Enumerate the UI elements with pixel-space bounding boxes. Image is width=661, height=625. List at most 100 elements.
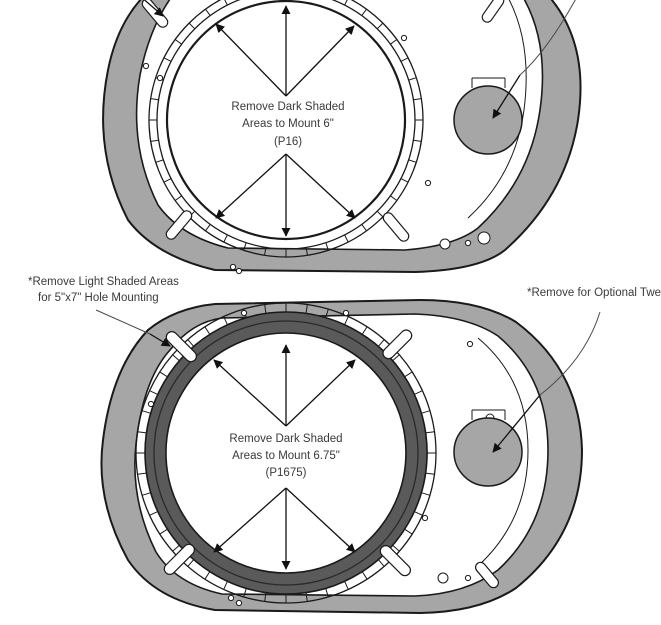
ring-tick xyxy=(187,339,195,347)
lower-arrow xyxy=(285,487,356,553)
upper-remove-label-2: Areas to Mount 6" xyxy=(242,118,334,130)
upper-arrow xyxy=(285,153,356,219)
light-shade-label-2: for 5"x7" Hole Mounting xyxy=(38,292,159,304)
lower-tweeter-tab xyxy=(471,409,506,420)
lower-screw-boss xyxy=(437,572,449,584)
ring-tick xyxy=(224,0,228,6)
ring-tick xyxy=(223,234,228,243)
ring-tick xyxy=(188,22,196,30)
upper-remove-label-1: Remove Dark Shaded xyxy=(231,101,344,113)
ring-tick xyxy=(150,139,159,142)
ring-tick xyxy=(205,8,211,16)
upper-tweeter-knockout xyxy=(453,85,523,155)
ring-tick xyxy=(305,592,308,602)
upper-inner-face xyxy=(135,0,544,251)
upper-hole xyxy=(400,34,408,42)
ring-tick xyxy=(264,304,267,314)
lower-ring-ticks xyxy=(136,303,436,603)
ring-tick xyxy=(172,354,180,362)
upper-hole xyxy=(464,239,472,247)
upper-tweeter-tab xyxy=(471,77,506,88)
ring-tick xyxy=(264,592,267,602)
ring-tick xyxy=(344,0,348,6)
upper-screw-boss xyxy=(477,231,491,245)
ring-tick xyxy=(361,326,368,335)
light-shade-arrow xyxy=(149,333,171,347)
lower-dark-ring xyxy=(144,311,428,595)
ring-tick xyxy=(392,544,400,552)
ring-tick xyxy=(377,559,385,567)
lower-hole xyxy=(466,340,474,348)
lower-hole xyxy=(147,400,155,408)
ring-tick xyxy=(305,247,308,256)
lower-slot-top-right xyxy=(382,329,413,360)
lower-slot-bottom-left xyxy=(163,543,195,575)
ring-tick xyxy=(400,57,409,62)
lower-slot-bottom-right xyxy=(379,545,411,577)
upper-tweeter-arrow xyxy=(492,74,521,119)
ring-tick xyxy=(137,472,147,475)
ring-tick xyxy=(421,410,431,414)
ring-tick xyxy=(204,326,211,335)
ring-tick xyxy=(390,39,398,45)
ring-tick xyxy=(361,8,367,16)
upper-hole xyxy=(156,74,164,82)
ring-tick xyxy=(305,304,308,314)
upper-ring-cutout xyxy=(165,0,407,241)
upper-slot-bottom-right xyxy=(382,212,410,242)
ring-tick xyxy=(205,224,211,232)
upper-arrow xyxy=(215,153,287,219)
tweeter-pointer xyxy=(539,311,601,396)
ring-tick xyxy=(149,511,158,516)
upper-hole xyxy=(424,179,432,187)
ring-tick xyxy=(243,588,247,598)
ring-tick xyxy=(408,77,417,81)
lower-hole xyxy=(342,309,350,317)
ring-tick xyxy=(163,57,172,62)
lower-remove-label-2: Areas to Mount 6.75" xyxy=(232,450,340,462)
ring-tick xyxy=(325,308,329,318)
ring-tick xyxy=(392,354,400,362)
upper-arrow xyxy=(215,23,287,97)
ring-tick xyxy=(172,544,180,552)
ring-tick xyxy=(344,234,349,243)
ring-tick xyxy=(223,581,228,590)
lower-hole xyxy=(421,514,429,522)
ring-tick xyxy=(204,571,211,580)
lower-hole xyxy=(240,309,248,317)
lower-hole xyxy=(227,594,235,602)
upper-hole xyxy=(235,267,243,275)
ring-tick xyxy=(150,98,159,101)
ring-tick xyxy=(376,210,384,218)
upper-rib-band xyxy=(467,0,527,219)
upper-light-pointer xyxy=(143,0,164,17)
upper-slot-bottom-left xyxy=(165,210,193,240)
lower-arrow xyxy=(285,359,356,427)
ring-tick xyxy=(243,242,247,251)
lower-slot-far-right xyxy=(474,561,500,589)
ring-tick xyxy=(264,247,267,256)
upper-ring-ticks xyxy=(149,0,423,257)
tweeter-label: *Remove for Optional Tweeter xyxy=(527,287,661,299)
lower-ring-mid xyxy=(153,320,419,586)
ring-tick xyxy=(137,431,147,434)
ring-tick xyxy=(141,410,151,414)
ring-tick xyxy=(325,242,329,251)
ring-tick xyxy=(223,316,228,325)
ring-tick xyxy=(404,371,413,378)
ring-tick xyxy=(425,472,435,475)
lower-slot-top-left xyxy=(165,331,197,363)
ring-tick xyxy=(174,195,182,201)
ring-tick xyxy=(187,559,195,567)
ring-tick xyxy=(400,178,409,183)
tweeter-arrow xyxy=(492,394,541,453)
ring-tick xyxy=(408,159,417,163)
upper-part-number: (P16) xyxy=(274,136,302,148)
lower-arrow xyxy=(213,487,287,553)
lower-rib-band xyxy=(477,337,529,567)
ring-tick xyxy=(361,571,368,580)
ring-tick xyxy=(414,511,423,516)
upper-screw-boss xyxy=(439,238,451,250)
ring-tick xyxy=(141,492,151,496)
